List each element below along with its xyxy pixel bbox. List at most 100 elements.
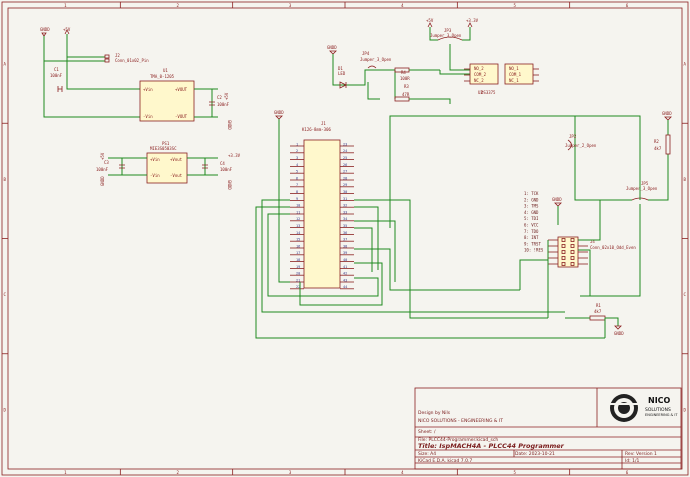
j4-legend-item: 10: !RES (524, 248, 544, 253)
gnd-label-reg2: GNDD (227, 180, 232, 190)
u2-pin-label: NO_2 (474, 66, 484, 71)
design-by: Design by Nils (418, 410, 451, 416)
gnd-label-u1: GNDD (227, 120, 232, 130)
j1-pin-number: 41 (343, 265, 347, 269)
rev-label: Rev: Version 1 (625, 451, 657, 457)
jp3-ref: JP3 (444, 28, 452, 33)
switch-section: +5V +3.3V JP3 Jumper_3_Open NO_2COM_2NC_… (426, 18, 539, 95)
j4-legend-item: 7: TDO (524, 229, 539, 234)
j1-pin-number: 30 (343, 190, 347, 194)
u1-body (139, 80, 195, 122)
j1-pin-number: 39 (343, 251, 347, 255)
j1-pin-number: 9 (296, 197, 298, 201)
ps1-ref: PS1 (162, 141, 170, 146)
j1-body (303, 139, 341, 289)
u1-pin-vin-p: +Vin (143, 87, 153, 92)
j1-pin-number: 35 (343, 224, 347, 228)
frame-col-number: 6 (626, 3, 629, 8)
j1-pin-number: 25 (343, 156, 347, 160)
u1-pin-vin-n: -Vin (143, 114, 153, 119)
j4-legend-item: 9: TRST (524, 241, 541, 246)
j4-value: Conn_02x10_Odd_Even (590, 245, 636, 250)
company-name: NICO SOLUTIONS - ENGINEERING & IT (418, 418, 503, 424)
j1-pin-number: 13 (296, 224, 300, 228)
j4-ref: J4 (590, 239, 595, 244)
jtag-pullup-section: JP2 Jumper_2_Open GNDD R2 4k7 JP5 Jumper… (565, 111, 672, 297)
u2-pin-label: NC_2 (474, 78, 484, 83)
frame-row-letter: C (684, 292, 687, 297)
j1-pin-number: 28 (343, 176, 347, 180)
jp5-ref: JP5 (641, 181, 649, 186)
frame-col-number: 3 (289, 3, 292, 8)
j1-pin-number: 12 (296, 217, 300, 221)
frame-col-number: 6 (626, 470, 629, 475)
frame-col-number: 4 (401, 3, 404, 8)
frame-col-number: 4 (401, 470, 404, 475)
j1-pin-number: 44 (343, 285, 347, 289)
logo-text-3: ENGINEERING & IT (645, 413, 678, 417)
j1-ref: J1 (321, 121, 326, 126)
r1-ref: R1 (596, 303, 601, 308)
v5-label-top: +5V (426, 18, 434, 23)
r3-ref: R3 (404, 84, 409, 89)
jp3-value: Jumper_3_Open (430, 33, 462, 38)
j1-pin-number: 26 (343, 163, 347, 167)
frame-row-letter: B (4, 177, 7, 182)
ps1-pin1: +Vin (150, 157, 160, 162)
j1-pin-number: 43 (343, 278, 347, 282)
j1-pin-number: 29 (343, 183, 347, 187)
u2-pin-label: NO_1 (509, 66, 519, 71)
j4-legend-item: 4: GND (524, 210, 539, 215)
j1-pin-number: 7 (296, 183, 298, 187)
frame-row-letter: A (684, 62, 687, 67)
u2-pin-label: NC_1 (509, 78, 519, 83)
c1-value: 100nF (50, 73, 63, 78)
jp2-value: Jumper_2_Open (565, 143, 597, 148)
j1-pin-number: 6 (296, 176, 298, 180)
frame-col-number: 2 (177, 470, 180, 475)
jp4-ref: JP4 (362, 51, 370, 56)
v5-label-reg: +5V (100, 152, 105, 160)
date-label: Date: 2023-10-21 (515, 451, 555, 457)
j1-pin-number: 21 (296, 278, 300, 282)
c2-value: 100nF (217, 102, 230, 107)
u1-ref: U1 (163, 68, 168, 73)
r1-value: 4k7 (594, 309, 602, 314)
gnd-label-led: GNDD (327, 45, 337, 50)
u2-value: DS3375 (481, 90, 496, 95)
led-section: GNDD D1 LED JP4 Jumper_3_Open R4 100R R3… (327, 45, 451, 104)
frame-col-number: 1 (64, 470, 67, 475)
ps1-pin3: +Vout (170, 157, 183, 162)
frame-row-letter: D (4, 407, 7, 412)
j4-legend-item: 2: GND (524, 197, 539, 202)
frame-col-number: 2 (177, 3, 180, 8)
r4-value: 100R (400, 76, 410, 81)
ps1-value: MIE3S0503SC (150, 146, 177, 151)
j1-pin-number: 37 (343, 238, 347, 242)
gnd-label-r1: GNDD (614, 331, 624, 336)
j1-pin-number: 3 (296, 156, 298, 160)
j1-pin-number: 38 (343, 244, 347, 248)
j1-pin-number: 2 (296, 149, 298, 153)
logo-text-2: SOLUTIONS (645, 407, 671, 413)
j1-pin-number: 16 (296, 244, 300, 248)
c4-ref: C4 (220, 161, 225, 166)
kicad-label: KiCad E.D.A. kicad 7.0.7 (418, 458, 472, 464)
j4-legend-item: 8: INT (524, 235, 539, 240)
u2-body-left (469, 63, 499, 85)
u2-pin-label: COM_1 (509, 72, 522, 77)
power-input-section: GNDD +5V J2 Conn_01x02_Pin C1 100nF U1 T… (40, 27, 232, 130)
j1-pin-number: 1 (296, 142, 298, 146)
r2-ref: R2 (654, 139, 659, 144)
j1-pin-number: 11 (296, 210, 300, 214)
size-label: Size: A4 (418, 451, 436, 457)
r4-ref: R4 (401, 70, 406, 75)
j1-pin-number: 22 (296, 285, 300, 289)
d1-ref: D1 (338, 66, 343, 71)
j1-pin-number: 4 (296, 163, 298, 167)
j1-pin-number: 34 (343, 217, 347, 221)
j1-pin-number: 15 (296, 238, 300, 242)
